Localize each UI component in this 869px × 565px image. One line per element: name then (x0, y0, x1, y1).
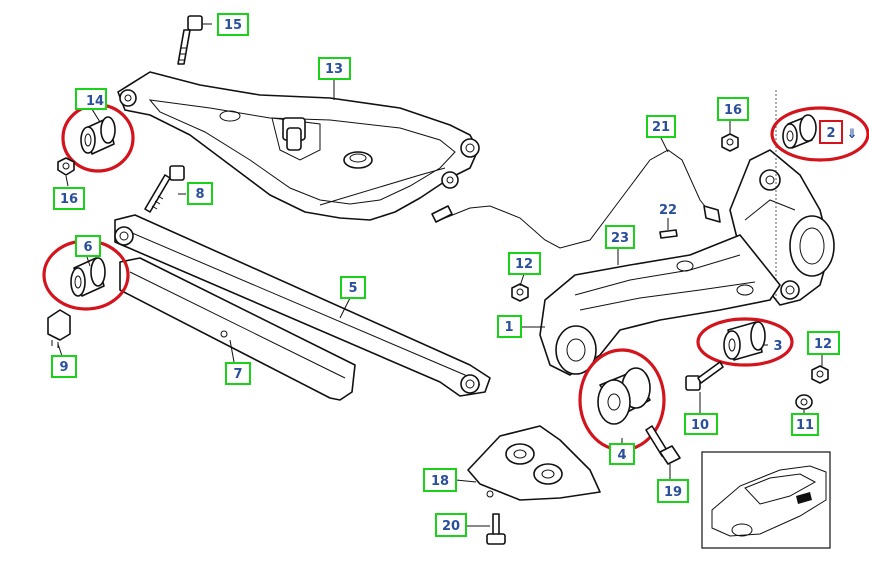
svg-text:1: 1 (504, 320, 513, 335)
svg-text:3: 3 (773, 339, 782, 354)
svg-text:2: 2 (826, 126, 835, 141)
callout-1: 1 (497, 315, 522, 338)
nut-part-16-right (721, 133, 739, 152)
highlight-circle-3 (696, 317, 794, 367)
bolt-part-22 (659, 229, 678, 239)
callout-22: 22 (659, 203, 677, 218)
bolt-part-8 (144, 165, 185, 213)
callout-9: 9 (51, 355, 77, 378)
callout-15: 15 (217, 13, 249, 36)
svg-text:5: 5 (348, 281, 357, 296)
callout-3: 3 (773, 339, 782, 354)
nut-part-12-left (511, 283, 529, 302)
callout-14: 14 (75, 88, 107, 110)
svg-text:22: 22 (659, 203, 677, 218)
callout-10: 10 (684, 413, 718, 435)
svg-text:15: 15 (224, 18, 242, 33)
svg-text:16: 16 (60, 192, 78, 207)
svg-text:19: 19 (664, 485, 682, 500)
svg-text:6: 6 (83, 240, 92, 255)
nut-part-16-left (57, 157, 75, 176)
svg-text:21: 21 (652, 120, 670, 135)
svg-text:12: 12 (515, 257, 533, 272)
svg-text:11: 11 (796, 418, 814, 433)
bolt-part-19 (645, 425, 681, 465)
svg-text:18: 18 (431, 474, 449, 489)
callout-20: 20 (435, 513, 467, 537)
highlight-circle-2 (770, 106, 869, 162)
callout-labels: 15 13 14 16 8 6 5 9 (51, 13, 858, 537)
svg-text:20: 20 (442, 519, 460, 534)
callout-21: 21 (646, 115, 676, 138)
callout-16-left: 16 (53, 187, 85, 210)
vehicle-location-inset (701, 451, 831, 549)
bushing-part-2 (782, 114, 817, 149)
callout-12-left: 12 (508, 252, 541, 275)
svg-text:8: 8 (195, 187, 204, 202)
svg-text:16: 16 (724, 103, 742, 118)
callout-2: 2 ⇓ (819, 120, 858, 144)
callout-7: 7 (225, 362, 251, 385)
svg-text:23: 23 (611, 231, 629, 246)
nut-part-12-right (811, 365, 829, 384)
callout-13: 13 (318, 57, 351, 80)
bolt-part-15 (177, 15, 203, 65)
callout-8: 8 (187, 182, 213, 205)
svg-text:14: 14 (86, 94, 104, 109)
svg-text:7: 7 (233, 367, 242, 382)
bushing-part-6 (70, 257, 106, 297)
callout-12-right: 12 (807, 331, 840, 355)
callout-6: 6 (75, 235, 101, 257)
svg-text:4: 4 (617, 448, 626, 463)
callout-4: 4 (609, 443, 635, 465)
rubber-mount-part-18 (467, 425, 601, 501)
washer-part-11 (795, 394, 813, 410)
lower-control-arm (114, 214, 491, 397)
leader-lines (57, 23, 823, 527)
bushing-part-4 (597, 367, 651, 425)
svg-text:13: 13 (325, 62, 343, 77)
semi-trailing-arm (539, 234, 781, 376)
callout-11: 11 (791, 413, 819, 436)
callout-19: 19 (657, 479, 689, 503)
stabilizer-link (119, 257, 356, 401)
callout-18: 18 (423, 468, 457, 492)
svg-text:12: 12 (814, 337, 832, 352)
bushing-part-14 (80, 116, 116, 155)
upper-control-arm (117, 71, 480, 221)
svg-text:⇓: ⇓ (847, 127, 858, 142)
abs-sensor-cable (431, 149, 721, 249)
bolt-part-20 (486, 513, 506, 545)
callout-5: 5 (340, 276, 366, 299)
bushing-part-3 (723, 321, 766, 361)
svg-text:10: 10 (691, 418, 709, 433)
bolt-part-10 (685, 361, 724, 391)
callout-16-right: 16 (717, 97, 749, 121)
callout-23: 23 (605, 225, 635, 249)
svg-text:9: 9 (59, 360, 68, 375)
clamp-part-9 (47, 309, 71, 348)
